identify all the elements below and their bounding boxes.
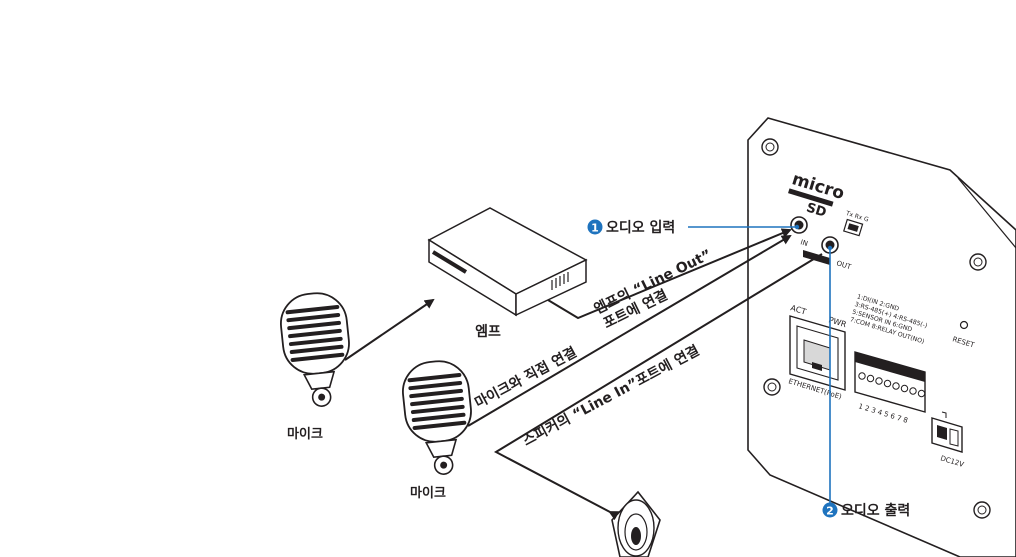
- callout-number-2: 2: [826, 505, 834, 518]
- callout-text-2: 오디오 출력: [841, 502, 910, 519]
- mic-to-amp-arrow: [344, 298, 435, 361]
- connection-lines: [344, 228, 823, 521]
- callout-number-1: 1: [591, 222, 599, 235]
- cable-amp-label: 엠프의 “Line Out” 포트에 연결: [591, 246, 714, 332]
- callout-text-1: 오디오 입력: [606, 220, 675, 236]
- microphone-icon: [402, 360, 472, 475]
- screw-hole-icon: [761, 138, 779, 156]
- out-to-speaker-arrow: [493, 253, 823, 521]
- microphone-icon: [280, 292, 350, 407]
- act-label: ACT: [789, 303, 807, 316]
- amplifier-box: [427, 207, 588, 317]
- mic-to-in-arrow: [467, 234, 792, 427]
- screw-hole-icon: [969, 253, 987, 271]
- callout-audio-input: 1 오디오 입력: [587, 219, 800, 236]
- amp-to-in-arrow: [547, 228, 792, 320]
- speaker-icon: [611, 490, 661, 557]
- sd-text: SD: [804, 201, 828, 221]
- callout-audio-output: 2 오디오 출력: [822, 245, 910, 519]
- cable-mic-label: 마이크와 직접 연결: [472, 344, 580, 412]
- device-panel: micro SD Tx Rx G IN OUT ACT PWR: [747, 117, 1016, 557]
- mic1-label: 마이크: [287, 426, 323, 442]
- in-port-label: IN: [799, 238, 808, 248]
- audio-in-jack: IN: [790, 216, 809, 248]
- callout-badge-2: [822, 502, 838, 518]
- screw-hole-icon: [973, 501, 991, 519]
- callout-badge-1: [587, 219, 603, 235]
- screw-hole-icon: [763, 378, 781, 396]
- mic2-label: 마이크: [410, 485, 446, 501]
- amp-label: 엠프: [475, 324, 501, 340]
